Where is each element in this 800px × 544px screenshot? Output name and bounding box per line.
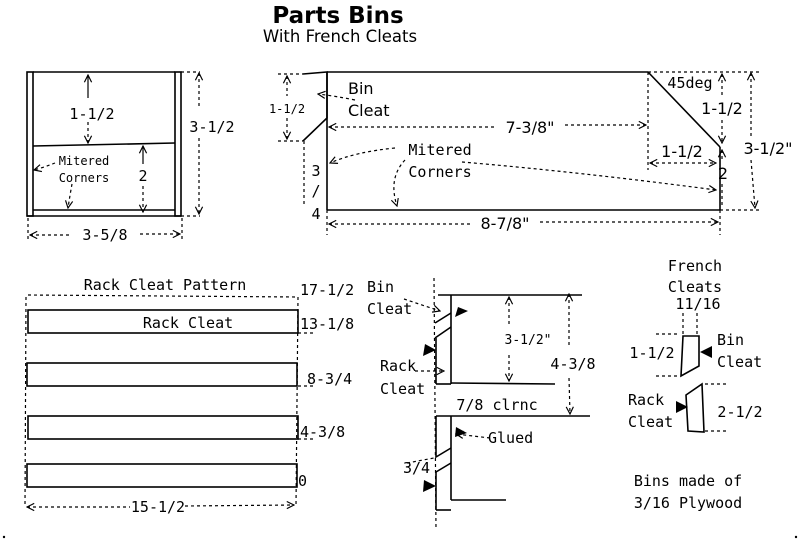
cleats-width-label: 11/16: [675, 295, 720, 313]
page-subtitle: With French Cleats: [263, 27, 417, 46]
side-end-height-label: 2: [718, 164, 728, 183]
material-note-line2: 3/16 Plywood: [634, 494, 742, 512]
bin-cleat-pointer: [700, 346, 712, 358]
side-bottom-height-label: 1-1/2: [661, 142, 703, 161]
side-top-length-label: 7-3/8": [505, 118, 554, 137]
section-bin-label: Bin: [367, 278, 394, 296]
cleats-title-line2: Cleats: [668, 278, 722, 296]
cleats-rack-cleat-label: Cleat: [628, 413, 673, 431]
side-bin-cleat: [302, 71, 328, 142]
cleats-bin-height-label: 1-1/2: [629, 344, 674, 362]
front-corners-label: Corners: [59, 171, 110, 185]
side-length-label: 8-7/8": [480, 214, 529, 233]
rack-height-2: 13-1/8: [300, 315, 354, 333]
cleats-rack-label: Rack: [628, 391, 664, 409]
cleats-title-line1: French: [668, 257, 722, 275]
front-mitered-label: Mitered: [59, 154, 110, 168]
rack-cleat-2: [26, 362, 298, 387]
bin-front-left-wall: [26, 71, 34, 217]
section-rack-cleat-label: Cleat: [380, 380, 425, 398]
corner-dot-right: [794, 535, 798, 539]
section-bin-cleat-label: Cleat: [367, 300, 412, 318]
front-total-height-label: 3-1/2: [189, 118, 234, 136]
bin-front-right-wall: [174, 71, 182, 217]
section-glued-label: Glued: [488, 429, 533, 447]
lower-cleat-arrow-head: [423, 480, 436, 492]
bin-front-cleat-line: [32, 142, 176, 147]
rack-height-4: 4-3/8: [300, 423, 345, 441]
rack-cleat-pattern: Rack Cleat Pattern Rack Cleat 17-1/2 13-…: [24, 276, 354, 516]
section-rack-label: Rack: [380, 357, 416, 375]
section-thickness-label: 3/4: [403, 459, 430, 477]
side-corners-label: Corners: [408, 163, 471, 181]
rack-height-5: 0: [298, 472, 307, 490]
cleats-bin-label: Bin: [717, 331, 744, 349]
rack-cleat-pointer: [676, 401, 688, 413]
front-bottom-height-label: 2: [138, 167, 147, 185]
side-bin-label: Bin: [348, 79, 374, 98]
rack-height-1: 17-1/2: [300, 281, 354, 299]
side-thickness-top: 3: [311, 162, 320, 180]
bin-cleat-arrow-head: [455, 307, 468, 317]
rack-cleat-arrow-head: [423, 344, 436, 356]
bin-cleat-profile: [680, 335, 700, 378]
cleat-cross-section: Bin Cleat Rack Cleat 3-1/2" 4-3/8 7/8 cl…: [367, 277, 596, 531]
french-cleats-detail: French Cleats 11/16 1-1/2 Bin Cleat Rack…: [628, 257, 763, 433]
side-thickness-slash: /: [311, 182, 320, 200]
front-width-label: 3-5/8: [82, 226, 127, 244]
side-cleat-height-label: 1-1/2: [269, 102, 305, 116]
side-total-height-label: 3-1/2": [743, 139, 792, 158]
rack-cleat-3: [27, 415, 299, 440]
rack-cleat-profile: [685, 382, 705, 433]
material-note-line1: Bins made of: [634, 472, 742, 490]
page-title: Parts Bins: [272, 3, 403, 29]
side-mitered-label: Mitered: [408, 141, 471, 159]
side-thickness-bottom: 4: [311, 205, 320, 223]
rack-width-label: 15-1/2: [131, 498, 185, 516]
cleats-bin-cleat-label: Cleat: [717, 353, 762, 371]
bin-front-view: 1-1/2 2 3-1/2 3-5/8 Mitered Corners: [26, 71, 235, 244]
cleats-rack-height-label: 2-1/2: [717, 403, 762, 421]
rack-pattern-title: Rack Cleat Pattern: [84, 276, 247, 294]
section-inner-height-label: 3-1/2": [505, 333, 552, 348]
rack-cleat-1: [27, 309, 299, 334]
corner-dot-left: [2, 535, 6, 539]
glued-arrow-head: [455, 427, 467, 437]
section-clearance-label: 7/8 clrnc: [456, 396, 537, 414]
section-outer-height-label: 4-3/8: [550, 355, 595, 373]
side-angle-label: 45deg: [667, 74, 712, 92]
side-slope-height-label: 1-1/2: [701, 99, 743, 118]
rack-cleat-label: Rack Cleat: [143, 314, 233, 332]
bin-side-view: 1-1/2 Bin Cleat 7-3/8" 45deg 1-1/2 1-1/2…: [269, 71, 793, 235]
front-top-height-label: 1-1/2: [69, 105, 114, 123]
rack-height-3: 8-3/4: [307, 370, 352, 388]
rack-cleat-4: [26, 463, 298, 488]
side-cleat-label: Cleat: [348, 101, 390, 120]
